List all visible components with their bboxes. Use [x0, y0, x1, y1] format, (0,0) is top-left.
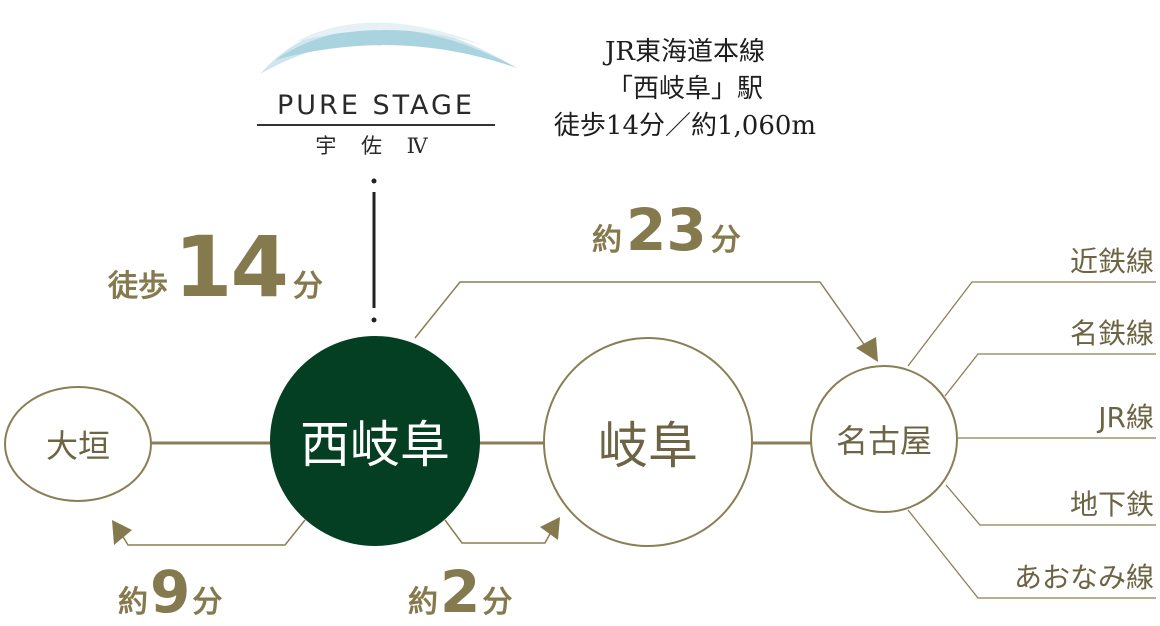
walk-dot-bottom: [371, 317, 377, 323]
walk-dot-top: [371, 178, 377, 184]
line-label-subway: 地下鉄: [1069, 488, 1154, 521]
brand-divider: [257, 124, 495, 126]
line-label-aonami: あおなみ線: [1013, 561, 1154, 594]
access-info: JR東海道本線 「西岐阜」駅 徒歩14分／約1,060m: [520, 34, 850, 145]
time-to-ogaki: 約9分: [118, 558, 222, 626]
time-prefix: 約: [592, 223, 622, 258]
arrow-to-gifu-icon: [540, 517, 560, 540]
station-nagoya: 名古屋: [810, 365, 958, 513]
time-value: 23: [626, 196, 707, 264]
arrow-to-nagoya-icon: [856, 337, 878, 362]
time-prefix: 約: [118, 585, 148, 620]
time-unit: 分: [192, 585, 223, 620]
logo-wave-icon: [260, 22, 517, 74]
brand-name: PURE STAGE: [277, 90, 475, 121]
time-unit: 分: [482, 585, 513, 620]
nagoya-branches: [907, 281, 1156, 599]
time-value: 2: [440, 558, 481, 626]
walk-prefix: 徒歩: [108, 269, 168, 304]
station-gifu: 岐阜: [543, 337, 753, 547]
route-to-ogaki: [119, 519, 306, 546]
line-label-jr: JR線: [1098, 401, 1154, 434]
line-label-meitetsu: 名鉄線: [1069, 317, 1154, 350]
time-value: 9: [150, 558, 191, 626]
walk-unit: 分: [292, 269, 323, 304]
time-to-gifu: 約2分: [408, 558, 512, 626]
time-prefix: 約: [408, 585, 438, 620]
station-ogaki: 大垣: [4, 386, 152, 502]
station-nishigifu: 西岐阜: [270, 336, 480, 546]
brand-subtitle: 宇 佐 Ⅳ: [315, 134, 437, 158]
line-label-kintetsu: 近鉄線: [1069, 245, 1154, 278]
access-walk: 徒歩14分／約1,060m: [553, 111, 817, 141]
arrow-to-ogaki-icon: [112, 520, 132, 545]
route-to-gifu: [444, 519, 553, 544]
access-station: 「西岐阜」駅: [606, 74, 763, 104]
route-to-nagoya: [414, 281, 869, 351]
walk-value: 14: [174, 218, 289, 316]
time-unit: 分: [710, 223, 741, 258]
access-line: JR東海道本線: [605, 37, 765, 67]
